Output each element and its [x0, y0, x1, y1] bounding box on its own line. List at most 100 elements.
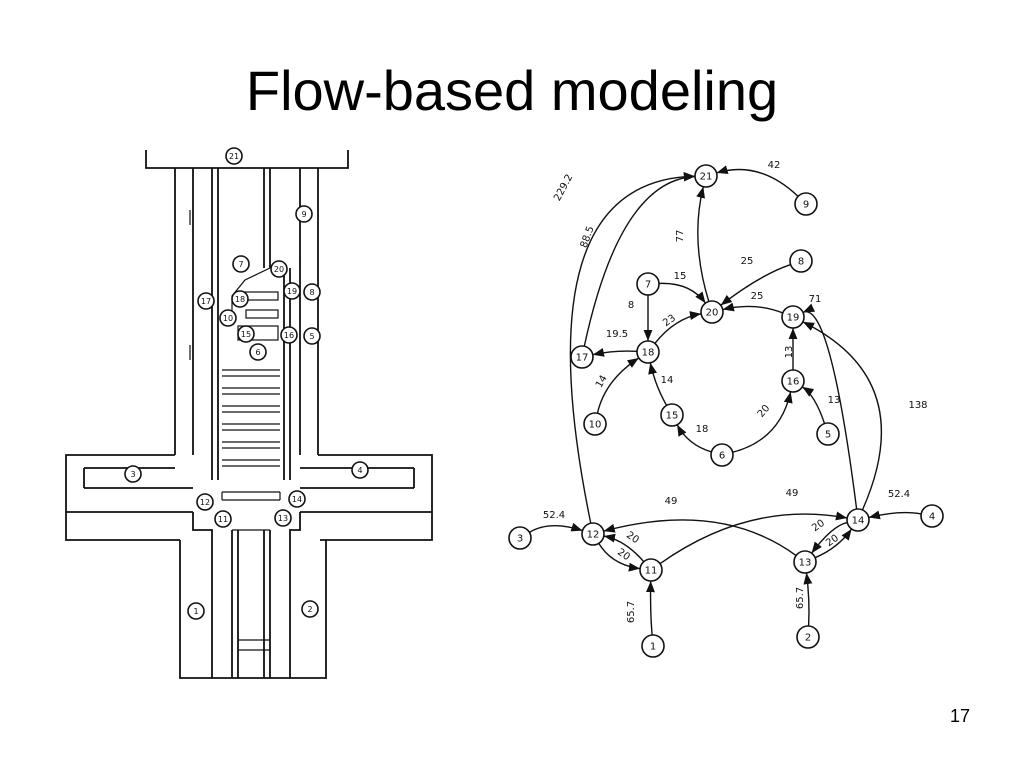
floorplan-node-20: 20: [270, 260, 288, 278]
floorplan-node-label: 17: [201, 297, 211, 306]
floorplan-node-label: 11: [218, 515, 228, 524]
network-node-label: 13: [799, 558, 812, 569]
network-node-label: 6: [719, 451, 725, 462]
edge-10-to-18: 14: [594, 357, 640, 414]
edge-6-to-16: 20: [732, 391, 793, 453]
floorplan-node-18: 18: [231, 290, 249, 308]
network-node-label: 4: [929, 512, 935, 523]
floorplan-node-label: 2: [307, 605, 312, 614]
network-node-20: 20: [700, 300, 724, 324]
edge-7-to-18: 8: [628, 295, 653, 341]
edge-11-to-14: 49: [659, 488, 848, 565]
floorplan-node-label: 15: [241, 330, 251, 339]
network-node-7: 7: [636, 272, 660, 296]
edge-8-to-20: 25: [720, 256, 791, 306]
edge-label: 229.2: [552, 173, 575, 203]
network-node-14: 14: [846, 508, 870, 532]
network-node-label: 12: [587, 530, 600, 541]
network-node-label: 10: [589, 420, 602, 431]
network-node-11: 11: [639, 558, 663, 582]
edge-14-to-19: 138: [802, 321, 928, 511]
edge-label: 20: [624, 530, 641, 546]
edge-label: 20: [756, 403, 773, 420]
network-node-label: 7: [645, 280, 651, 291]
edge-2-to-13: 65.7: [795, 572, 813, 627]
floorplan-node-6: 6: [249, 343, 267, 361]
floorplan-walls: [65, 150, 433, 679]
edge-13-to-14: 20: [814, 528, 853, 559]
edge-label: 77: [675, 230, 686, 243]
edge-label: 52.4: [888, 489, 910, 500]
edge-16-to-19: 13: [784, 328, 798, 370]
floorplan-node-label: 14: [292, 495, 302, 504]
floorplan-node-label: 13: [278, 514, 288, 523]
network-node-label: 17: [576, 353, 589, 364]
network-node-9: 9: [794, 192, 818, 216]
floorplan-node-label: 21: [229, 152, 239, 161]
edge-label: 23: [661, 313, 678, 329]
network-node-label: 3: [517, 534, 523, 545]
edge-label: 13: [784, 346, 795, 359]
edge-18-to-20: 23: [654, 311, 702, 344]
network-node-label: 8: [798, 257, 804, 268]
edge-20-to-21: 77: [675, 186, 710, 302]
network-node-19: 19: [781, 305, 805, 329]
edge-17-to-21: 88.5: [579, 172, 696, 347]
network-node-10: 10: [583, 412, 607, 436]
network-node-8: 8: [789, 249, 813, 273]
floorplan-node-15: 15: [237, 325, 255, 343]
network-node-12: 12: [581, 522, 605, 546]
network-node-label: 5: [825, 430, 831, 441]
floorplan-node-2: 2: [301, 600, 319, 618]
network-node-17: 17: [570, 345, 594, 369]
floorplan-node-12: 12: [196, 493, 214, 511]
network-node-label: 16: [787, 377, 800, 388]
network-node-16: 16: [781, 369, 805, 393]
network-node-21: 21: [694, 164, 718, 188]
network-node-6: 6: [710, 443, 734, 467]
floorplan-node-5: 5: [303, 327, 321, 345]
network-node-label: 2: [805, 633, 811, 644]
floorplan-node-label: 12: [200, 498, 210, 507]
floorplan-node-label: 4: [357, 466, 362, 475]
floorplan-node-14: 14: [288, 490, 306, 508]
network-node-4: 4: [920, 504, 944, 528]
network-node-label: 1: [650, 642, 656, 653]
edge-label: 71: [809, 294, 822, 305]
edge-19-to-20: 25: [722, 291, 784, 314]
edge-label: 25: [741, 256, 754, 267]
edge-label: 138: [908, 400, 927, 411]
floorplan-node-label: 16: [284, 331, 294, 340]
edge-5-to-16: 13: [801, 386, 841, 424]
floorplan-node-label: 3: [130, 470, 135, 479]
network-node-5: 5: [816, 422, 840, 446]
edge-label: 19.5: [606, 329, 628, 340]
network-node-1: 1: [641, 634, 665, 658]
floorplan-node-10: 10: [219, 309, 237, 327]
edge-label: 15: [674, 271, 687, 282]
network-node-3: 3: [508, 526, 532, 550]
edge-9-to-21: 42: [716, 160, 799, 197]
floorplan-node-9: 9: [295, 205, 313, 223]
network-node-label: 20: [706, 308, 719, 319]
floorplan-node-label: 19: [287, 287, 297, 296]
edge-label: 42: [768, 160, 781, 171]
network-node-label: 18: [642, 348, 655, 359]
network-node-label: 15: [666, 411, 679, 422]
edge-label: 13: [828, 395, 841, 406]
edge-label: 14: [594, 373, 610, 390]
floorplan-node-label: 5: [309, 332, 314, 341]
edge-18-to-17: 19.5: [592, 329, 638, 357]
floorplan-node-label: 7: [238, 260, 243, 269]
edge-label: 14: [661, 375, 674, 386]
edge-7-to-20: 15: [658, 271, 707, 304]
floorplan-node-11: 11: [214, 510, 232, 528]
edge-label: 20: [615, 547, 632, 563]
network-node-13: 13: [793, 550, 817, 574]
network-node-2: 2: [796, 625, 820, 649]
